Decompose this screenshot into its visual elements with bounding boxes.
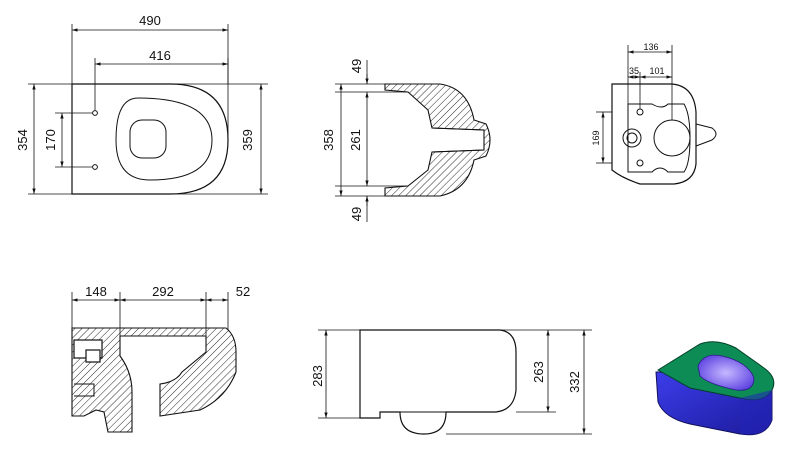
- render-3d-bowl: [697, 354, 755, 391]
- side-section-wall: [71, 327, 237, 433]
- dim-label-359: 359: [240, 129, 255, 151]
- side-view: 283 263 332: [310, 329, 592, 435]
- dim-label-49-top: 49: [349, 59, 364, 73]
- section-view: 358 261 49 49: [321, 59, 491, 222]
- top-view-outline: [71, 83, 229, 195]
- dim-label-35: 35: [629, 66, 639, 76]
- dim-label-490: 490: [139, 13, 161, 28]
- dim-label-261: 261: [348, 129, 363, 151]
- rear-view: 136 35 101 169: [591, 42, 717, 185]
- dim-label-49-bottom: 49: [349, 207, 364, 221]
- render-3d: [655, 341, 775, 436]
- dim-label-332: 332: [567, 371, 582, 393]
- section-view-wall: [384, 83, 491, 197]
- dim-label-354: 354: [15, 129, 30, 151]
- dim-label-169: 169: [591, 130, 601, 145]
- fixing-hole-upper: [92, 110, 98, 116]
- dim-label-283: 283: [310, 365, 325, 387]
- dim-label-416: 416: [149, 48, 171, 63]
- dim-label-358: 358: [321, 129, 336, 151]
- dim-label-52: 52: [236, 284, 250, 299]
- dim-label-292: 292: [152, 284, 174, 299]
- dim-label-170: 170: [43, 129, 58, 151]
- rear-fixing-hole-lower: [636, 159, 644, 167]
- rear-view-inlet: [622, 128, 642, 148]
- dim-label-263: 263: [531, 361, 546, 383]
- top-view-bowl-opening: [129, 119, 167, 159]
- top-view: 490 416 354 170 359: [15, 13, 268, 195]
- top-view-bowl-rim: [115, 97, 213, 181]
- side-section-view: 148 292 52: [71, 284, 250, 433]
- dim-label-136: 136: [643, 42, 658, 52]
- dim-label-148: 148: [85, 284, 107, 299]
- side-view-outline: [359, 329, 517, 435]
- fixing-hole-lower: [92, 164, 98, 170]
- dim-label-101: 101: [649, 66, 664, 76]
